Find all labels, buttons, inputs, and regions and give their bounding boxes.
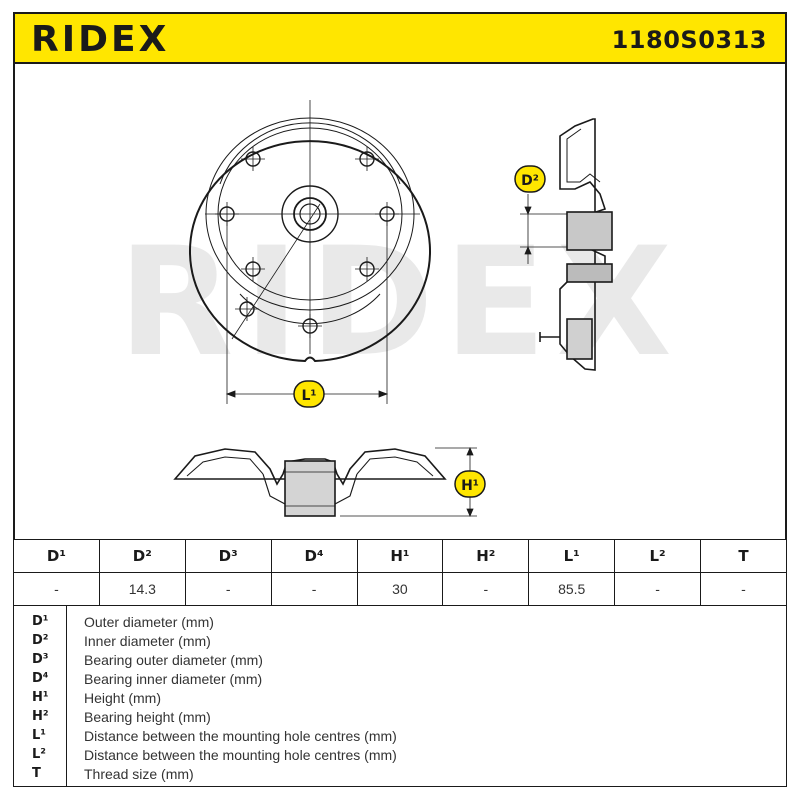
spec-value: - [442,572,530,606]
col-header: D³ [184,539,272,573]
legend-key: L¹ [32,728,46,743]
col-header: D⁴ [270,539,358,573]
front-section-view [173,446,477,518]
spec-table: D¹ D² D³ D⁴ H¹ H² L¹ L² T - 14.3 - - 30 … [13,539,787,606]
legend-desc: Thread size (mm) [84,766,194,782]
col-header: D¹ [13,539,100,573]
spec-value: - [700,572,787,606]
spec-value: - [184,572,272,606]
spec-value-row: - 14.3 - - 30 - 85.5 - - [13,572,787,606]
spec-value: 85.5 [528,572,616,606]
legend-desc: Bearing height (mm) [84,709,211,725]
legend-item: H² Bearing height (mm) [14,708,786,727]
legend-item: H¹ Height (mm) [14,689,786,708]
legend-key: H² [32,709,49,724]
legend-key: D¹ [32,614,49,629]
legend-item: D¹ Outer diameter (mm) [14,613,786,632]
legend-desc: Inner diameter (mm) [84,633,211,649]
technical-drawing: RIDEX [13,64,787,539]
legend-item: D² Inner diameter (mm) [14,632,786,651]
legend-key: H¹ [32,690,49,705]
legend: D¹ Outer diameter (mm) D² Inner diameter… [13,605,787,787]
col-header: T [700,539,787,573]
legend-desc: Bearing inner diameter (mm) [84,671,263,687]
drawing-svg: RIDEX [118,100,672,518]
legend-key: D² [32,633,49,648]
spec-value: - [270,572,358,606]
spec-header-row: D¹ D² D³ D⁴ H¹ H² L¹ L² T [13,539,787,573]
col-header: L¹ [528,539,616,573]
legend-key: L² [32,747,46,762]
spec-value: 14.3 [98,572,186,606]
legend-item: T Thread size (mm) [14,765,786,784]
legend-desc: Height (mm) [84,690,162,706]
legend-key: T [32,766,41,781]
spec-value: - [614,572,701,606]
brand-logo: RIDEX [31,19,170,60]
header-bar: RIDEX 1180S0313 [13,12,787,64]
col-header: H¹ [356,539,444,573]
legend-desc: Bearing outer diameter (mm) [84,652,263,668]
d2-label: D² [514,165,546,193]
svg-text:L¹: L¹ [301,388,316,404]
col-header: H² [442,539,530,573]
col-header: L² [614,539,701,573]
side-section-view [520,118,613,371]
legend-item: D³ Bearing outer diameter (mm) [14,651,786,670]
h1-label: H¹ [454,470,486,498]
svg-text:D²: D² [521,173,539,189]
legend-item: L² Distance between the mounting hole ce… [14,746,786,765]
legend-desc: Distance between the mounting hole centr… [84,747,397,763]
col-header: D² [98,539,186,573]
legend-desc: Distance between the mounting hole centr… [84,728,397,744]
legend-divider [66,606,67,786]
spec-value: - [13,572,100,606]
svg-text:H¹: H¹ [461,478,479,494]
legend-key: D³ [32,652,49,667]
l1-label: L¹ [293,380,325,408]
part-number: 1180S0313 [611,26,767,54]
legend-item: D⁴ Bearing inner diameter (mm) [14,670,786,689]
legend-desc: Outer diameter (mm) [84,614,214,630]
legend-key: D⁴ [32,671,49,686]
spec-value: 30 [356,572,444,606]
legend-item: L¹ Distance between the mounting hole ce… [14,727,786,746]
